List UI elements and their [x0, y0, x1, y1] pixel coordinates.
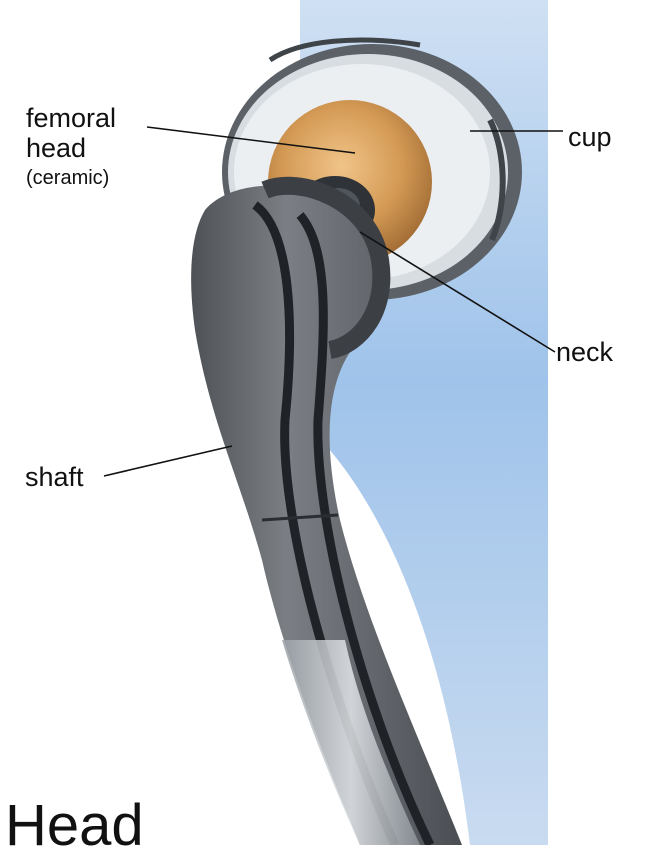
label-cup: cup — [568, 122, 612, 152]
label-femoral-head-text: femoral head — [26, 103, 116, 163]
label-neck: neck — [556, 337, 613, 367]
label-femoral-head: femoral head (ceramic) — [26, 103, 116, 190]
slide-title: Head — [5, 797, 144, 855]
leader-line-shaft — [104, 446, 232, 476]
label-shaft: shaft — [25, 462, 84, 492]
label-femoral-head-note: (ceramic) — [26, 167, 116, 189]
